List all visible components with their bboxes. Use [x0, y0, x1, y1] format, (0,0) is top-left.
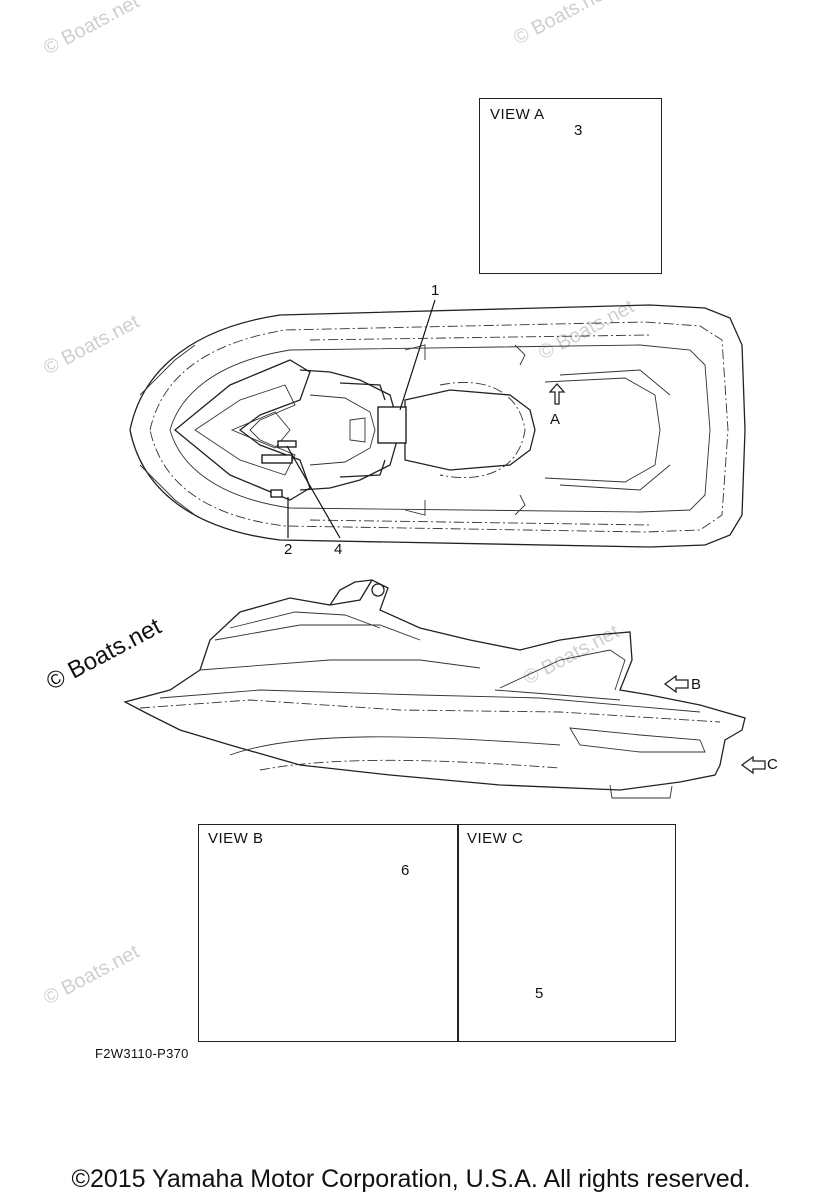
view-a-frame: [479, 98, 662, 274]
callout-6: 6: [401, 862, 410, 879]
view-c-title: VIEW C: [467, 830, 524, 847]
view-a-title: VIEW A: [490, 106, 545, 123]
part-number: F2W3110-P370: [95, 1046, 189, 1061]
callout-4: 4: [334, 541, 343, 558]
view-b-title: VIEW B: [208, 830, 264, 847]
callout-1: 1: [431, 282, 440, 299]
view-divider: [457, 825, 459, 1041]
view-arrow-b-label: B: [691, 676, 702, 693]
view-bc-frame: [198, 824, 676, 1042]
side-view-drawing: [123, 579, 766, 799]
view-arrow-c-label: C: [767, 756, 778, 773]
callout-2: 2: [284, 541, 293, 558]
view-arrow-a-label: A: [550, 411, 561, 428]
copyright-footer: ©2015 Yamaha Motor Corporation, U.S.A. A…: [71, 1165, 751, 1193]
callout-5: 5: [535, 985, 544, 1002]
top-view-drawing: [129, 299, 746, 548]
callout-3: 3: [574, 122, 583, 139]
